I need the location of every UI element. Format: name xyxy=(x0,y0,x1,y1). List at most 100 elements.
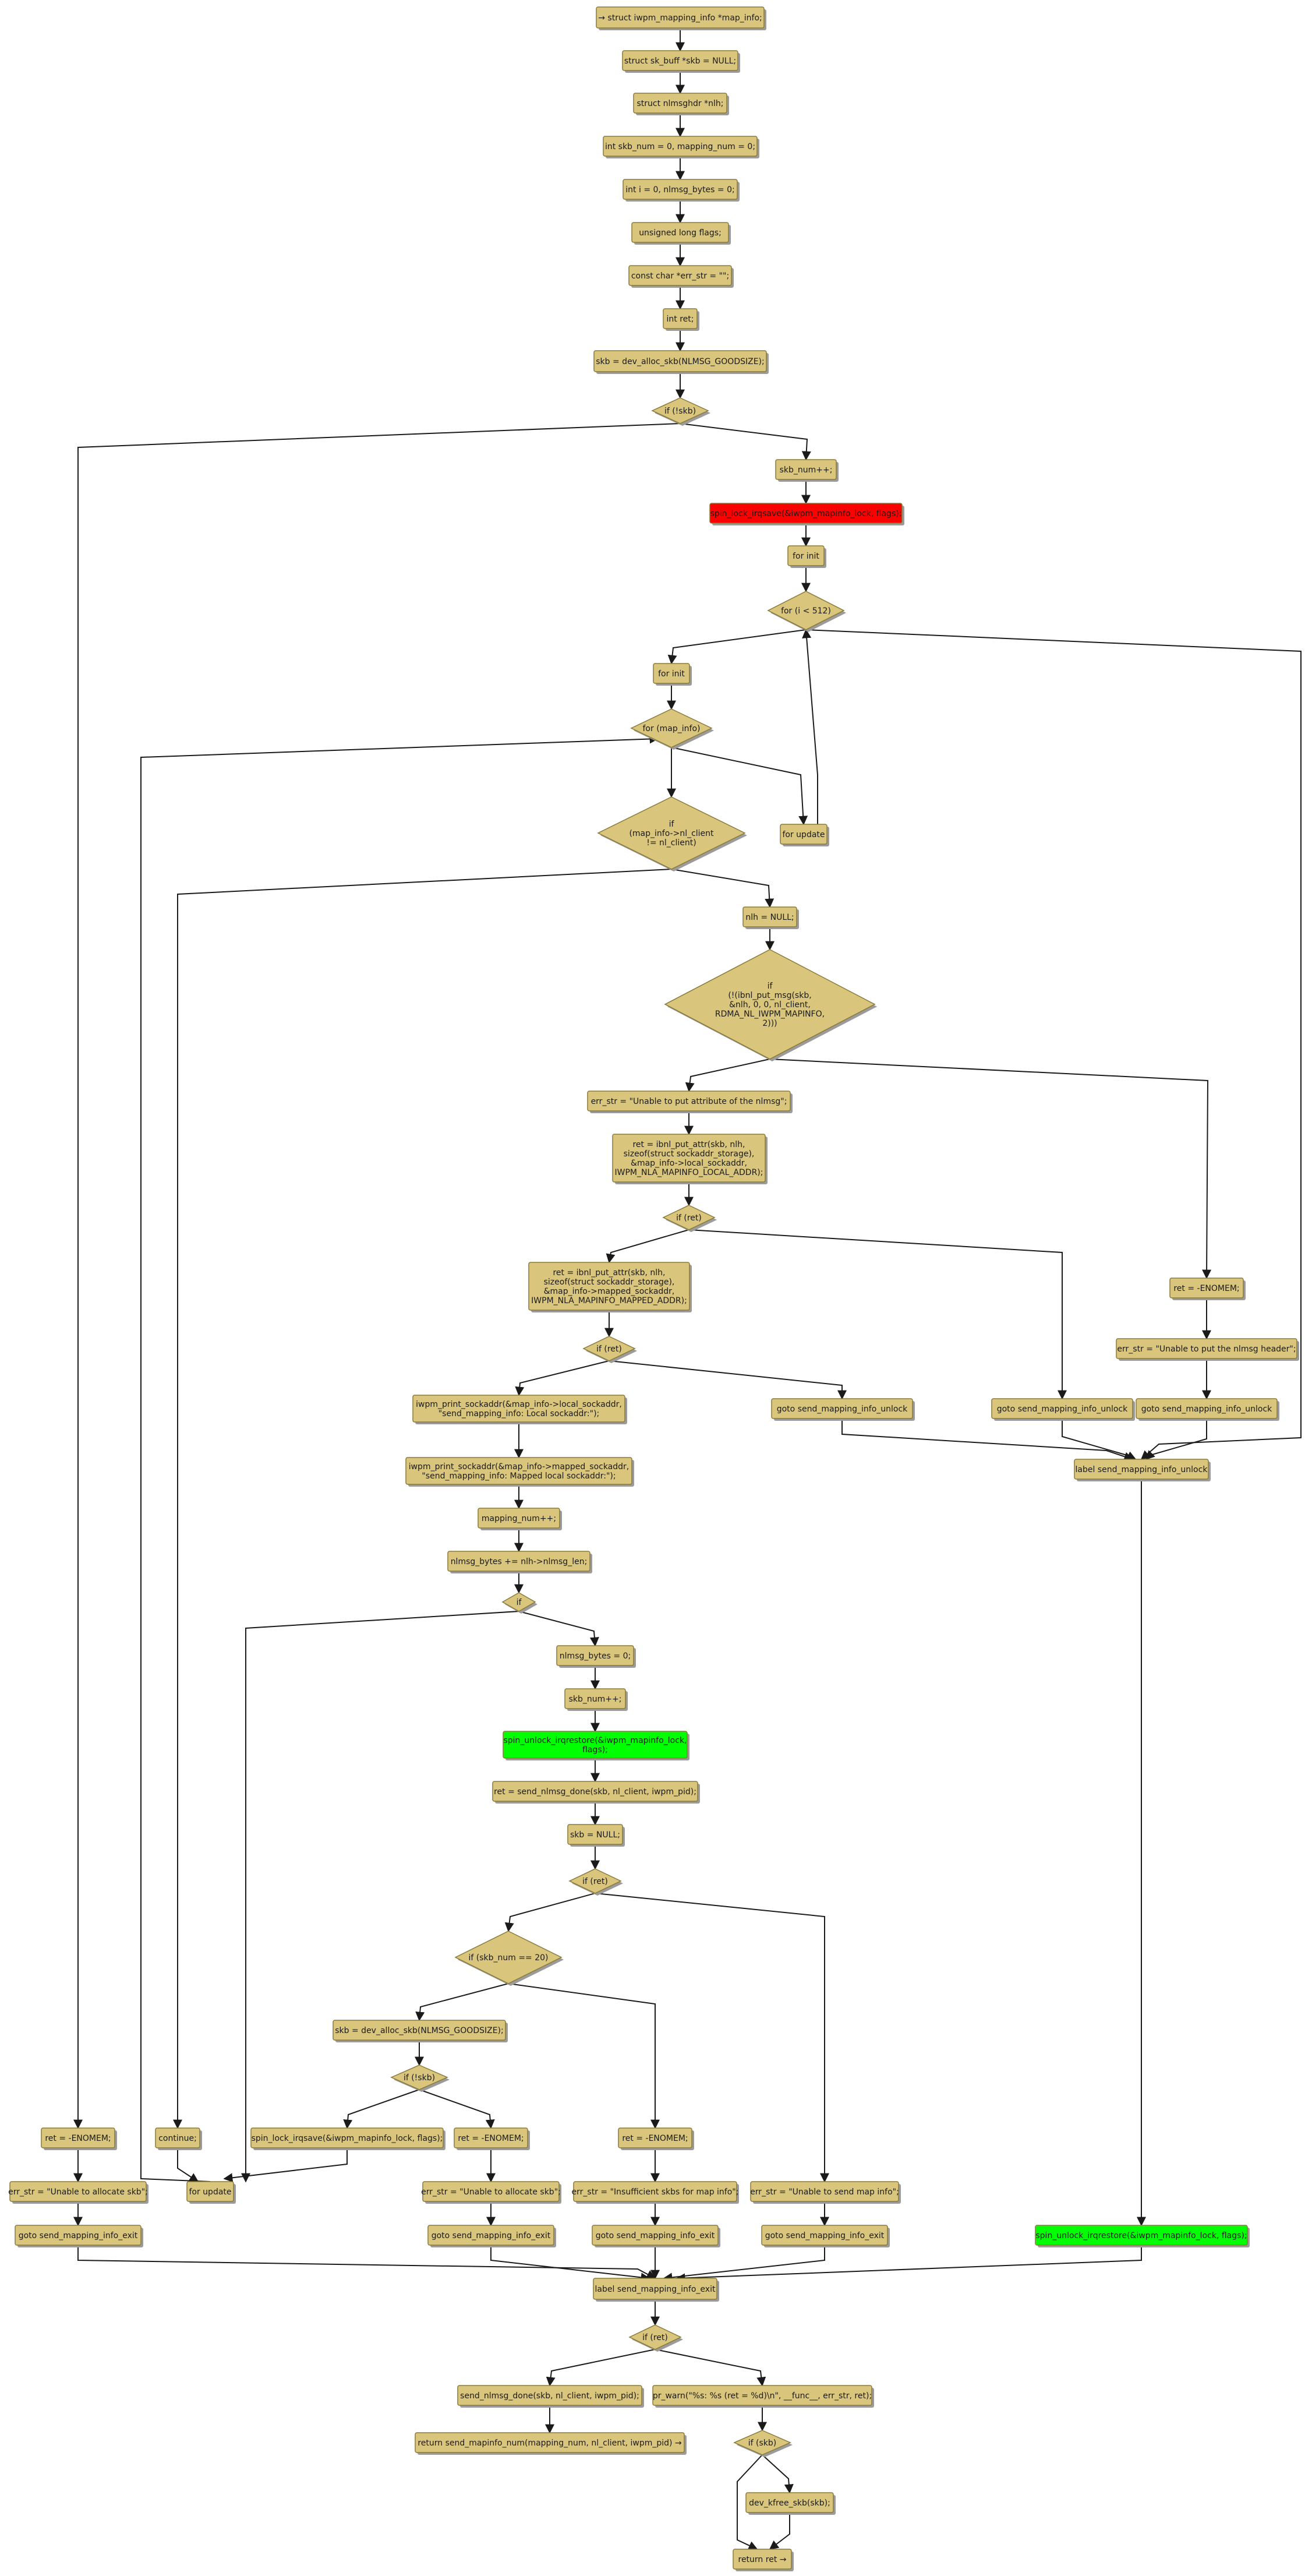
flow-arrow xyxy=(518,1611,599,1647)
process-node-n_enomem_hdr: ret = -ENOMEM; xyxy=(1169,1278,1246,1300)
node-label: int skb_num = 0, mapping_num = 0; xyxy=(605,142,755,151)
process-node-n_skbnull: skb = NULL; xyxy=(567,1824,625,1847)
flow-arrow xyxy=(546,2349,656,2387)
process-node-n_forupd2: for update xyxy=(186,2181,236,2204)
node-label: ret = -ENOMEM; xyxy=(45,2134,111,2143)
node-label: if (ret) xyxy=(596,1345,622,1354)
flow-arrow xyxy=(762,2454,794,2494)
process-node-n_lock2: spin_lock_irqsave(&iwpm_mapinfo_lock, fl… xyxy=(250,2127,445,2150)
flow-arrow xyxy=(415,1983,509,2021)
process-box xyxy=(15,2225,142,2246)
node-label: label send_mapping_info_unlock xyxy=(1076,1465,1208,1474)
node-label: err_str = "Insufficient skbs for map inf… xyxy=(572,2187,739,2197)
flow-arrow xyxy=(73,423,681,2129)
flow-edges xyxy=(73,28,1302,2550)
process-box xyxy=(593,2278,717,2300)
decision-diamond xyxy=(628,2324,682,2350)
node-label: if (!skb) xyxy=(664,407,696,416)
process-box xyxy=(745,2492,834,2513)
flow-arrow xyxy=(671,747,808,825)
process-node-n_gotoexit3: goto send_mapping_info_exit xyxy=(592,2225,720,2247)
node-label: goto send_mapping_info_unlock xyxy=(997,1405,1128,1414)
process-node-n_enomem2: ret = -ENOMEM; xyxy=(454,2127,530,2150)
node-label: if (ret) xyxy=(582,1877,608,1886)
process-box xyxy=(663,308,698,329)
process-node-n_start: → struct iwpm_mapping_info *map_info; xyxy=(596,6,766,30)
process-node-n_return1: return send_mapinfo_num(mapping_num, nl_… xyxy=(415,2432,687,2455)
process-box xyxy=(991,1398,1133,1419)
process-box xyxy=(333,2020,506,2041)
node-label: struct nlmsghdr *nlh; xyxy=(637,99,724,108)
flow-arrow xyxy=(685,1058,770,1092)
flow-arrow xyxy=(1145,1418,1207,1460)
node-label: skb = NULL; xyxy=(570,1830,620,1840)
node-label: ret = send_nlmsg_done(skb, nl_client, iw… xyxy=(494,1787,696,1797)
process-node-n_continue: continue; xyxy=(155,2127,202,2150)
flow-arrow xyxy=(140,734,659,2182)
node-label: dev_kfree_skb(skb); xyxy=(749,2499,830,2508)
process-box xyxy=(478,1508,560,1529)
node-label: goto send_mapping_info_unlock xyxy=(777,1405,908,1414)
node-label: int ret; xyxy=(667,315,694,324)
node-label: err_str = "Unable to put the nlmsg heade… xyxy=(1117,1345,1296,1354)
node-label: ret = ibnl_put_attr(skb, nlh,sizeof(stru… xyxy=(615,1140,763,1177)
process-box xyxy=(186,2181,234,2202)
process-box xyxy=(556,1645,634,1666)
process-node-n_putlocal: ret = ibnl_put_attr(skb, nlh,sizeof(stru… xyxy=(612,1134,768,1184)
process-node-n_ret: int ret; xyxy=(663,308,699,331)
decision-node-d_ret2: if (ret) xyxy=(582,1336,637,1363)
flow-arrow xyxy=(595,1893,829,2183)
node-label: const char *err_str = ""; xyxy=(631,271,729,281)
flow-arrow xyxy=(655,2349,766,2387)
node-label: nlmsg_bytes += nlh->nlmsg_len; xyxy=(451,1557,588,1566)
process-node-n_forinit2: for init xyxy=(653,663,692,686)
node-label: if (ret) xyxy=(676,1213,702,1223)
process-box xyxy=(1136,1398,1278,1419)
decision-diamond xyxy=(651,397,709,424)
flow-arrow xyxy=(688,1229,1067,1400)
flow-arrow xyxy=(223,2148,348,2183)
process-node-n_flags: unsigned long flags; xyxy=(631,222,731,245)
process-box xyxy=(750,2181,899,2202)
process-box xyxy=(41,2127,115,2148)
process-node-n_nlh: struct nlmsghdr *nlh; xyxy=(633,93,729,115)
process-box xyxy=(454,2127,528,2148)
process-node-n_kfree: dev_kfree_skb(skb); xyxy=(745,2492,836,2515)
decision-diamond xyxy=(664,949,876,1060)
process-box xyxy=(528,1262,690,1311)
flow-arrow xyxy=(241,1611,519,2183)
process-node-n_errsend: err_str = "Unable to send map info"; xyxy=(750,2181,901,2204)
process-box xyxy=(427,2225,554,2246)
node-label: pr_warn("%s: %s (ret = %d)\n", __func__,… xyxy=(653,2391,872,2401)
node-label: skb_num++; xyxy=(569,1695,622,1704)
node-label: spin_unlock_irqrestore(&iwpm_mapinfo_loc… xyxy=(1035,2231,1247,2240)
decision-diamond xyxy=(568,1868,622,1894)
process-node-n_enomem1: ret = -ENOMEM; xyxy=(41,2127,117,2150)
flow-arrow xyxy=(737,2454,763,2550)
flow-arrow xyxy=(490,2245,650,2282)
process-node-n_nums: int skb_num = 0, mapping_num = 0; xyxy=(603,136,759,158)
process-node-n_errattr: err_str = "Unable to put attribute of th… xyxy=(587,1091,793,1113)
process-box xyxy=(587,1091,791,1111)
flow-arrow xyxy=(805,629,1302,1460)
process-box xyxy=(503,1731,688,1759)
process-node-n_nlbytes: nlmsg_bytes += nlh->nlmsg_len; xyxy=(447,1551,592,1573)
process-node-n_skbnum2: skb_num++; xyxy=(564,1688,628,1711)
node-label: ret = -ENOMEM; xyxy=(458,2134,524,2143)
decision-node-d_formap: for (map_info) xyxy=(630,708,714,750)
process-node-n_unlock1: spin_unlock_irqrestore(&iwpm_mapinfo_loc… xyxy=(503,1731,689,1760)
process-box xyxy=(618,2127,692,2148)
process-node-n_errhdr: err_str = "Unable to put the nlmsg heade… xyxy=(1116,1338,1299,1361)
process-node-n_ibytes: int i = 0, nlmsg_bytes = 0; xyxy=(623,179,740,202)
process-node-n_skb: struct sk_buff *skb = NULL; xyxy=(622,50,740,73)
decision-node-d_ret1: if (ret) xyxy=(662,1205,717,1232)
decision-diamond xyxy=(597,796,746,870)
process-node-n_prwarn: pr_warn("%s: %s (ret = %d)\n", __func__,… xyxy=(652,2385,874,2408)
process-box xyxy=(775,459,837,480)
flow-arrow xyxy=(77,2245,656,2279)
flow-arrow xyxy=(419,2089,495,2129)
process-node-n_labelunlock: label send_mapping_info_unlock xyxy=(1074,1459,1211,1481)
process-box xyxy=(1074,1459,1209,1480)
node-label: spin_unlock_irqrestore(&iwpm_mapinfo_loc… xyxy=(503,1736,687,1755)
process-box xyxy=(592,2225,719,2246)
